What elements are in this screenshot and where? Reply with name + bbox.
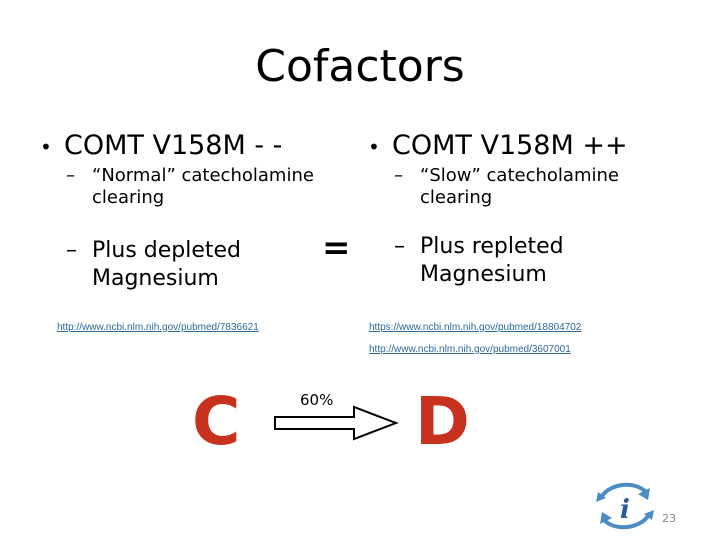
- equals-sign: =: [322, 228, 351, 268]
- right-sub-item-1-text: “Slow” catecholamine clearing: [420, 165, 619, 208]
- info-cycle-logo-icon: i: [596, 482, 654, 530]
- left-bullet: • COMT V158M - -: [40, 130, 340, 163]
- cofactor-from-letter: C: [192, 383, 241, 460]
- page-number: 23: [662, 512, 676, 525]
- right-bullet: • COMT V158M ++: [368, 130, 668, 163]
- right-column: • COMT V158M ++ – “Slow” catecholamine c…: [368, 130, 668, 289]
- bullet-dot-icon: •: [40, 135, 52, 159]
- right-reference-link-2[interactable]: http://www.ncbi.nlm.nih.gov/pubmed/36070…: [369, 344, 571, 355]
- right-arrow-icon: [274, 405, 399, 441]
- dash-icon: –: [394, 234, 405, 259]
- left-reference-link[interactable]: http://www.ncbi.nlm.nih.gov/pubmed/78366…: [57, 322, 259, 333]
- left-sub-item-1-text: “Normal” catecholamine clearing: [92, 165, 314, 208]
- dash-icon: –: [66, 238, 77, 263]
- left-bullet-text: COMT V158M - -: [64, 130, 283, 161]
- slide-title: Cofactors: [255, 41, 465, 92]
- left-column: • COMT V158M - - – “Normal” catecholamin…: [40, 130, 340, 293]
- svg-text:i: i: [620, 495, 630, 525]
- conversion-percent: 60%: [300, 391, 334, 409]
- right-bullet-text: COMT V158M ++: [392, 130, 628, 161]
- right-sub-item-2: – Plus repleted Magnesium: [394, 233, 634, 289]
- bullet-dot-icon: •: [368, 135, 380, 159]
- left-sub-item-1: – “Normal” catecholamine clearing: [66, 165, 340, 209]
- right-sub-item-1: – “Slow” catecholamine clearing: [394, 165, 668, 209]
- dash-icon: –: [66, 165, 75, 186]
- left-sub-item-2-text: Plus depleted Magnesium: [92, 238, 242, 291]
- right-reference-link-1[interactable]: https://www.ncbi.nlm.nih.gov/pubmed/1880…: [369, 322, 582, 333]
- left-sub-item-2: – Plus depleted Magnesium: [66, 237, 306, 293]
- right-sub-item-2-text: Plus repleted Magnesium: [420, 234, 564, 287]
- dash-icon: –: [394, 165, 403, 186]
- cofactor-to-letter: D: [415, 383, 470, 460]
